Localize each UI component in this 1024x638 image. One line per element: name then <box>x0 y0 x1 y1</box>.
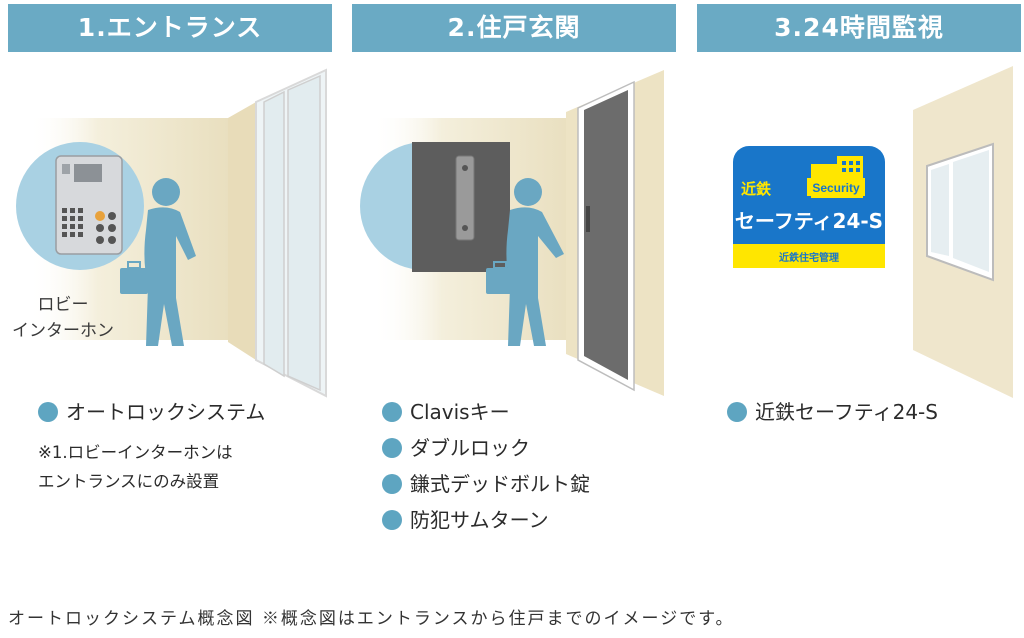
intercom-panel-icon <box>16 142 144 270</box>
security-logo-icon: Security 近鉄 セーフティ24-S 近鉄住宅管理 <box>733 146 885 268</box>
list-item-label: 近鉄セーフティ24-S <box>755 400 938 424</box>
list-item: 近鉄セーフティ24-S <box>727 394 938 430</box>
panel-header: 1.エントランス <box>8 4 332 52</box>
logo-name: セーフティ24-S <box>735 209 883 233</box>
list-item-label: 鎌式デッドボルト錠 <box>410 472 590 496</box>
intercom-callout: ロビー インターホン <box>8 292 118 344</box>
unit-entrance-illustration <box>352 60 676 400</box>
logo-badge: Security <box>812 181 860 195</box>
bullet-dot-icon <box>382 510 402 530</box>
panel-unit-entrance: 2.住戸玄関 <box>352 0 676 560</box>
person-with-briefcase-icon <box>486 178 564 346</box>
figure-caption: オートロックシステム概念図 ※概念図はエントランスから住戸までのイメージです。 <box>8 609 735 629</box>
panel-entrance: 1.エントランス <box>8 0 332 560</box>
panel-24h-monitoring: 3.24時間監視 <box>697 0 1021 560</box>
monitoring-illustration: Security 近鉄 セーフティ24-S 近鉄住宅管理 <box>697 60 1021 400</box>
footnote: ※1.ロビーインターホンは エントランスにのみ設置 <box>38 438 233 496</box>
bullet-dot-icon <box>727 402 747 422</box>
list-item-label: ダブルロック <box>410 436 530 460</box>
logo-company: 近鉄住宅管理 <box>779 251 839 264</box>
bullet-dot-icon <box>382 438 402 458</box>
list-item: オートロックシステム <box>38 394 265 430</box>
feature-list: 近鉄セーフティ24-S <box>727 394 938 430</box>
footnote-line: ※1.ロビーインターホンは <box>38 443 233 462</box>
door-lock-icon <box>360 142 510 272</box>
person-with-briefcase-icon <box>120 178 196 346</box>
panel-header: 3.24時間監視 <box>697 4 1021 52</box>
feature-list: オートロックシステム <box>38 394 265 430</box>
list-item-label: オートロックシステム <box>66 400 266 424</box>
list-item-label: 防犯サムターン <box>410 508 549 532</box>
bullet-dot-icon <box>382 402 402 422</box>
bullet-dot-icon <box>38 402 58 422</box>
list-item: 防犯サムターン <box>382 502 590 538</box>
callout-line: ロビー <box>37 295 89 315</box>
window-icon <box>926 142 994 282</box>
list-item: 鎌式デッドボルト錠 <box>382 466 590 502</box>
side-wall <box>228 102 256 360</box>
feature-list: Clavisキー ダブルロック 鎌式デッドボルト錠 防犯サムターン <box>382 394 590 538</box>
callout-line: インターホン <box>12 321 114 341</box>
panel-header: 2.住戸玄関 <box>352 4 676 52</box>
list-item: Clavisキー <box>382 394 590 430</box>
footnote-line: エントランスにのみ設置 <box>38 472 220 491</box>
list-item: ダブルロック <box>382 430 590 466</box>
bullet-dot-icon <box>382 474 402 494</box>
logo-brand: 近鉄 <box>741 180 771 198</box>
entrance-illustration <box>8 60 332 400</box>
list-item-label: Clavisキー <box>410 400 510 424</box>
